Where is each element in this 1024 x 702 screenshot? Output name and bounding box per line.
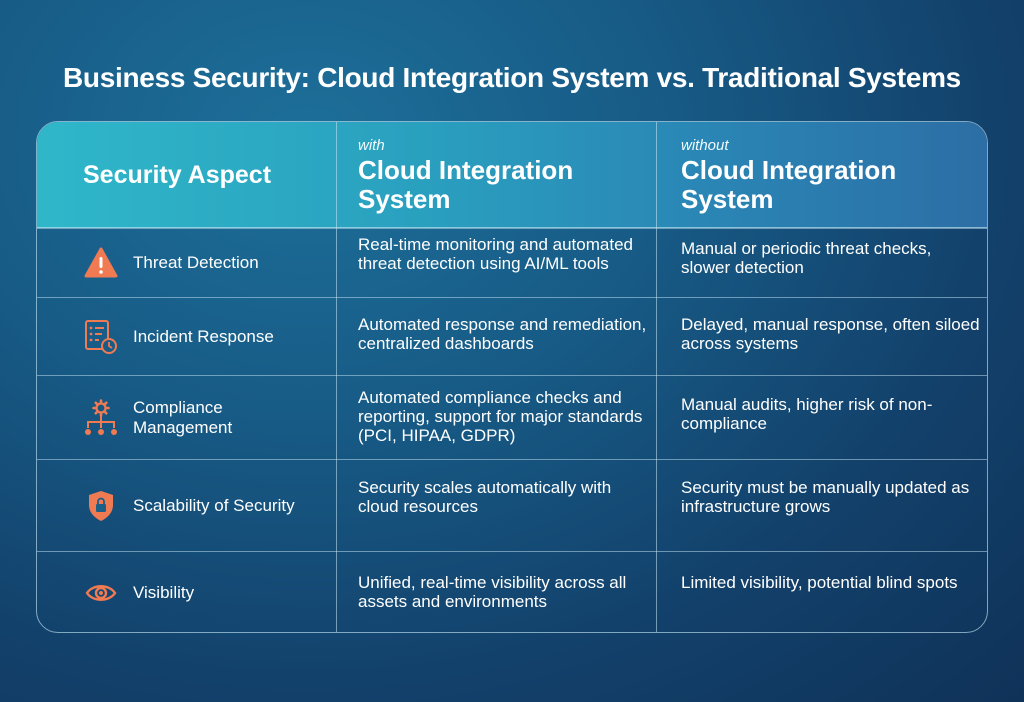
aspect-cell: Scalability of Security [37, 460, 336, 551]
aspect-cell: Compliance Management [37, 376, 336, 459]
with-cell: Real-time monitoring and automated threa… [358, 235, 633, 273]
table-header: Security Aspect with Cloud Integration S… [37, 122, 987, 228]
eye-icon [83, 575, 119, 611]
aspect-label: Visibility [133, 583, 195, 602]
header-without-cloud: without Cloud Integration System [656, 122, 987, 228]
checklist-clock-icon [83, 319, 119, 355]
header-with-cloud: with Cloud Integration System [336, 122, 656, 228]
without-cell: Manual or periodic threat checks, slower… [681, 239, 932, 277]
gear-hierarchy-icon [83, 398, 119, 436]
table-row: Compliance Management Automated complian… [37, 375, 987, 459]
aspect-cell: Threat Detection [37, 229, 336, 297]
with-cell: Automated response and remediation, cent… [358, 315, 647, 353]
table-row: Threat Detection Real-time monitoring an… [37, 228, 987, 297]
header-without-label: without [681, 136, 729, 154]
header-without-title: Cloud Integration System [681, 154, 897, 214]
without-cell: Limited visibility, potential blind spot… [681, 573, 958, 592]
without-cell: Security must be manually updated as inf… [681, 478, 970, 516]
header-with-title: Cloud Integration System [358, 154, 574, 214]
aspect-label: Threat Detection [133, 253, 259, 272]
without-cell: Delayed, manual response, often siloed a… [681, 315, 980, 353]
shield-lock-icon [83, 488, 119, 524]
aspect-label: Scalability of Security [133, 495, 295, 515]
column-divider [336, 122, 337, 632]
with-cell: Automated compliance checks and reportin… [358, 388, 643, 445]
column-divider [656, 122, 657, 632]
warning-icon [83, 245, 119, 281]
header-with-label: with [358, 136, 385, 154]
with-cell: Security scales automatically with cloud… [358, 478, 612, 516]
without-cell: Manual audits, higher risk of non-compli… [681, 395, 933, 433]
table-row: Scalability of Security Security scales … [37, 459, 987, 551]
aspect-cell: Visibility [37, 552, 336, 632]
aspect-label: Compliance Management [133, 397, 233, 437]
with-cell: Unified, real-time visibility across all… [358, 573, 627, 611]
aspect-label: Incident Response [133, 326, 274, 346]
table-row: Visibility Unified, real-time visibility… [37, 551, 987, 632]
page-title: Business Security: Cloud Integration Sys… [63, 62, 961, 93]
header-security-aspect: Security Aspect [83, 160, 272, 189]
table-row: Incident Response Automated response and… [37, 297, 987, 375]
aspect-cell: Incident Response [37, 298, 336, 375]
comparison-table: Security Aspect with Cloud Integration S… [36, 121, 988, 633]
